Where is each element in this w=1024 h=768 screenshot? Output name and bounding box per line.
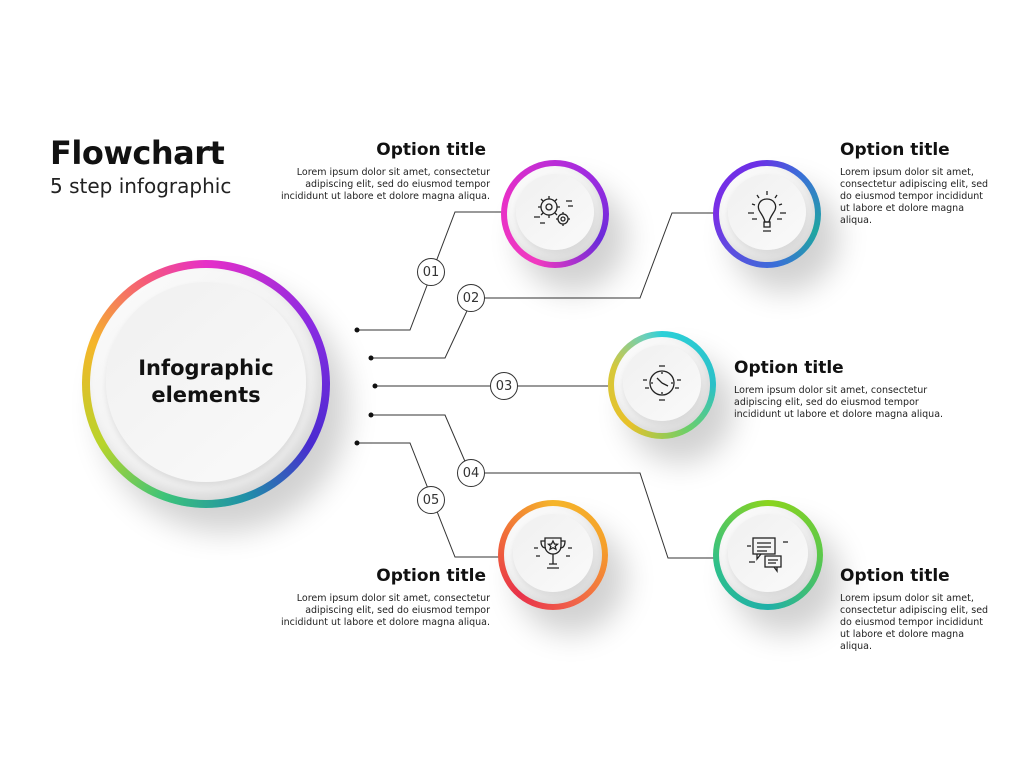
step-01-title: Option title: [376, 140, 486, 160]
step-05-text: Option title Lorem ipsum dolor sit amet,…: [270, 566, 490, 629]
connector-dot: [372, 383, 378, 389]
step-03-description: Lorem ipsum dolor sit amet, consectetur …: [734, 385, 944, 420]
step-05-title: Option title: [376, 566, 486, 586]
connector-dot: [368, 355, 374, 361]
step-number-01: 01: [417, 258, 445, 286]
chat-icon: [747, 537, 788, 573]
step-number-02: 02: [457, 284, 485, 312]
step-01-text: Option title Lorem ipsum dolor sit amet,…: [270, 140, 490, 203]
step-node-01: [501, 160, 609, 268]
trophy-icon: [534, 537, 572, 569]
step-04-text: Option title Lorem ipsum dolor sit amet,…: [840, 566, 990, 653]
step-03-title: Option title: [734, 358, 844, 378]
lightbulb-icon: [748, 191, 786, 232]
step-number-05: 05: [417, 486, 445, 514]
connector-02: [371, 212, 714, 359]
gears-icon: [534, 196, 573, 226]
step-node-03: [608, 331, 716, 439]
step-03-text: Option title Lorem ipsum dolor sit amet,…: [734, 358, 949, 421]
center-label-line1: Infographic: [138, 356, 274, 380]
clock-icon: [643, 365, 681, 401]
page-title: Flowchart: [50, 134, 225, 172]
connector-dot: [354, 440, 360, 446]
step-05-description: Lorem ipsum dolor sit amet, consectetur …: [280, 593, 490, 628]
connector-04: [371, 414, 714, 559]
step-01-description: Lorem ipsum dolor sit amet, consectetur …: [280, 167, 490, 202]
step-number-03: 03: [490, 372, 518, 400]
step-02-description: Lorem ipsum dolor sit amet, consectetur …: [840, 167, 989, 226]
center-label-line2: elements: [151, 383, 261, 407]
connector-dot: [368, 412, 374, 418]
step-04-description: Lorem ipsum dolor sit amet, consectetur …: [840, 593, 989, 652]
step-04-title: Option title: [840, 566, 950, 586]
step-02-text: Option title Lorem ipsum dolor sit amet,…: [840, 140, 990, 227]
step-node-04: [713, 500, 823, 610]
center-circle: Infographic elements: [82, 260, 330, 508]
connector-dot: [354, 327, 360, 333]
step-node-02: [713, 160, 821, 268]
page-subtitle: 5 step infographic: [50, 174, 232, 198]
step-node-05: [498, 500, 608, 610]
step-number-04: 04: [457, 459, 485, 487]
step-02-title: Option title: [840, 140, 950, 160]
